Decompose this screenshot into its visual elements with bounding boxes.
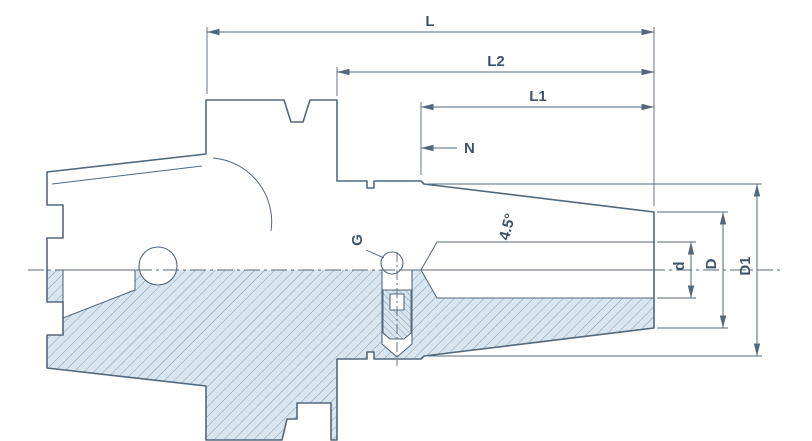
cross-section-lower-half [46,269,655,441]
dimension-D-label: D [703,258,720,269]
dimension-d-label: d [671,261,688,270]
dimension-N-label: N [464,140,475,157]
dimension-L2-label: L2 [487,53,505,70]
clamping-bore-cavity [420,269,655,299]
dimension-L-label: L [425,13,434,30]
label-taper-angle: 4.5° [496,212,519,242]
dimension-L1: L1 [420,88,654,175]
dimension-D1: D1 [428,183,762,357]
thread-G-label: G [349,234,366,246]
taper-angle-label: 4.5° [496,212,519,242]
section-outline [46,269,655,441]
upper-silhouette [46,99,655,271]
label-thread-G: G [349,234,385,259]
shank-taper-inner-edge [51,165,203,185]
flange-fillet-arc [212,157,273,232]
centerlines [28,252,782,366]
dimension-N: N [421,140,475,157]
dimension-D1-label: D1 [737,256,754,275]
dimension-L: L [206,13,655,206]
section-hatch [47,270,654,440]
coolant-thread-hole [380,251,404,275]
dimension-L2: L2 [336,53,654,96]
drive-slot-hole [138,246,178,286]
dimension-L1-label: L1 [529,88,547,105]
set-screw-outline [382,289,412,340]
dimension-D: D [657,211,728,329]
part-outline-upper-half [46,99,655,286]
shank-end-face [46,171,64,271]
dimension-d: d [657,241,696,299]
bore-hidden-edge [420,241,654,271]
